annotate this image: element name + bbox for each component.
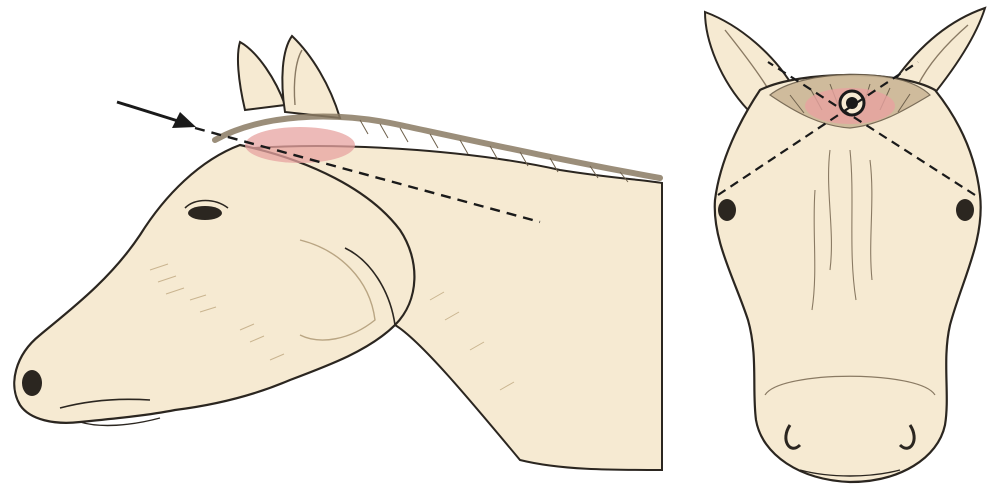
eye-left-frontal bbox=[718, 199, 736, 221]
ear-back bbox=[238, 42, 285, 110]
nostril-lateral bbox=[22, 370, 42, 396]
eye-right-frontal bbox=[956, 199, 974, 221]
eye-lateral bbox=[188, 206, 222, 220]
pointer-arrow-shaft bbox=[117, 102, 178, 121]
horse-face-frontal bbox=[715, 75, 981, 482]
ear-front bbox=[282, 36, 340, 118]
lateral-view-panel bbox=[14, 36, 662, 470]
frontal-view-panel bbox=[705, 8, 985, 482]
